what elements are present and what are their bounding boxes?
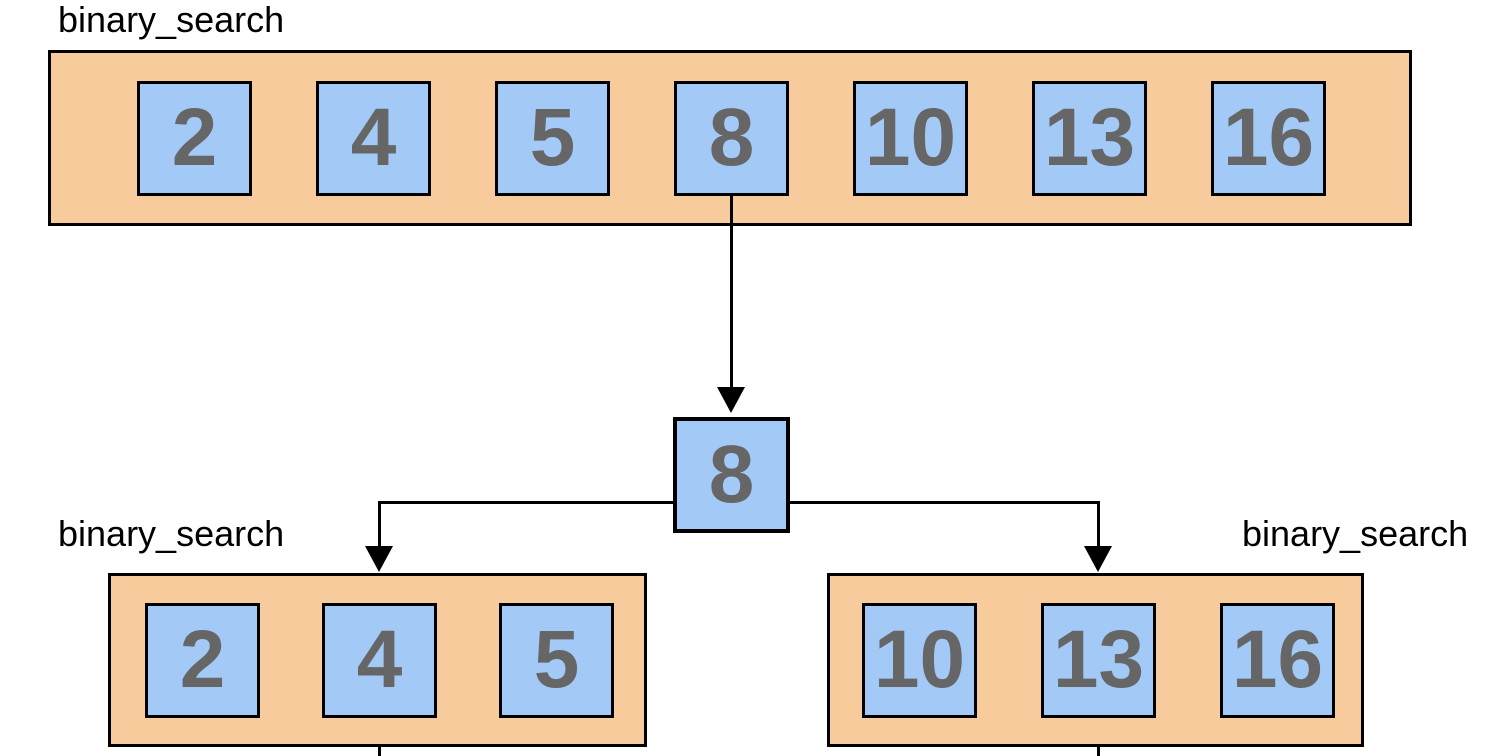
array-cell: 8 [674, 80, 789, 196]
array-cell: 16 [1211, 80, 1326, 196]
connector-right-recursion-stub [1097, 744, 1100, 756]
connector-root-to-pivot [730, 195, 733, 388]
left-call-label: binary_search [58, 513, 285, 554]
connector-pivot-to-left-horizontal [378, 501, 673, 504]
array-cell: 16 [1220, 602, 1335, 718]
right-call-label: binary_search [1242, 513, 1469, 554]
array-cell: 13 [1041, 602, 1156, 718]
array-cell: 2 [145, 602, 260, 718]
right-array-container: 10 13 16 [827, 573, 1364, 747]
connector-pivot-to-right-vertical [1097, 501, 1100, 547]
array-cell: 13 [1032, 80, 1147, 196]
connector-left-recursion-stub [378, 744, 381, 756]
array-cell: 10 [862, 602, 977, 718]
array-cell: 5 [499, 602, 614, 718]
connector-pivot-to-left-vertical [378, 501, 381, 547]
array-cell: 10 [853, 80, 968, 196]
connector-pivot-to-right-horizontal [790, 501, 1100, 504]
arrowhead-down-icon [365, 546, 393, 572]
array-cell: 4 [322, 602, 437, 718]
arrowhead-down-icon [1084, 546, 1112, 572]
root-call-label: binary_search [58, 0, 285, 40]
array-cell: 5 [495, 80, 610, 196]
pivot-node: 8 [673, 417, 790, 533]
arrowhead-down-icon [717, 387, 745, 413]
root-array-container: 2 4 5 8 10 13 16 [48, 50, 1412, 226]
left-array-container: 2 4 5 [108, 573, 647, 747]
array-cell: 4 [316, 80, 431, 196]
array-cell: 2 [137, 80, 252, 196]
